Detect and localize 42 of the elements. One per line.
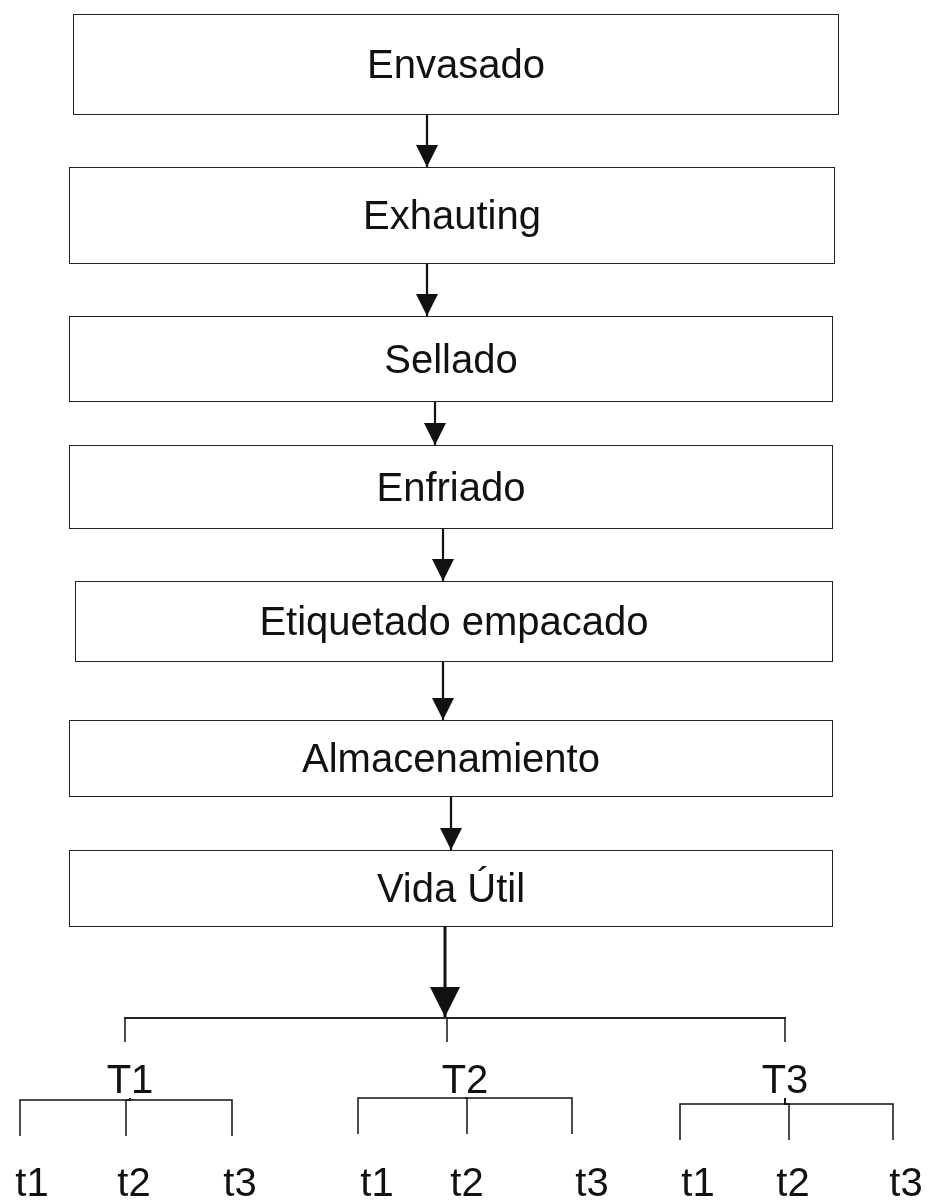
connector <box>129 1097 233 1137</box>
connector <box>424 402 446 445</box>
group-label: t1 <box>681 1162 715 1202</box>
group-label: t2 <box>117 1162 151 1202</box>
process-box <box>69 316 833 402</box>
connector <box>446 1018 448 1043</box>
connector <box>357 1097 466 1135</box>
group-label: t1 <box>360 1162 394 1202</box>
step-label: Exhauting <box>363 193 541 238</box>
connector <box>784 1097 894 1141</box>
connector <box>432 662 454 720</box>
step-label: Enfriado <box>376 464 526 510</box>
group-label: t2 <box>450 1162 484 1202</box>
connector <box>432 529 454 581</box>
connector <box>125 1097 131 1137</box>
step-label: Etiquetado empacado <box>259 599 649 644</box>
connector <box>124 1018 126 1043</box>
group-label: T1 <box>106 1059 154 1099</box>
connector <box>464 1097 468 1135</box>
connector <box>430 927 460 1017</box>
group-label: T3 <box>761 1059 809 1099</box>
process-box <box>73 14 839 115</box>
connector <box>416 264 438 316</box>
step-label: Almacenamiento <box>302 736 600 781</box>
group-label: t3 <box>889 1162 923 1202</box>
step-label: Sellado <box>384 336 518 382</box>
process-box <box>69 850 833 927</box>
process-box <box>69 720 833 797</box>
group-label: t3 <box>575 1162 609 1202</box>
process-box <box>69 167 835 264</box>
group-label: t1 <box>15 1162 49 1202</box>
connector <box>440 797 462 850</box>
step-label: Vida Útil <box>376 866 526 911</box>
connector <box>416 115 438 167</box>
step-label: Envasado <box>367 42 545 87</box>
group-label: t3 <box>223 1162 257 1202</box>
group-label: t2 <box>776 1162 810 1202</box>
group-label: T2 <box>441 1059 489 1099</box>
process-box <box>75 581 833 662</box>
process-box <box>69 445 833 529</box>
connector <box>784 1018 786 1043</box>
connector <box>464 1097 573 1135</box>
